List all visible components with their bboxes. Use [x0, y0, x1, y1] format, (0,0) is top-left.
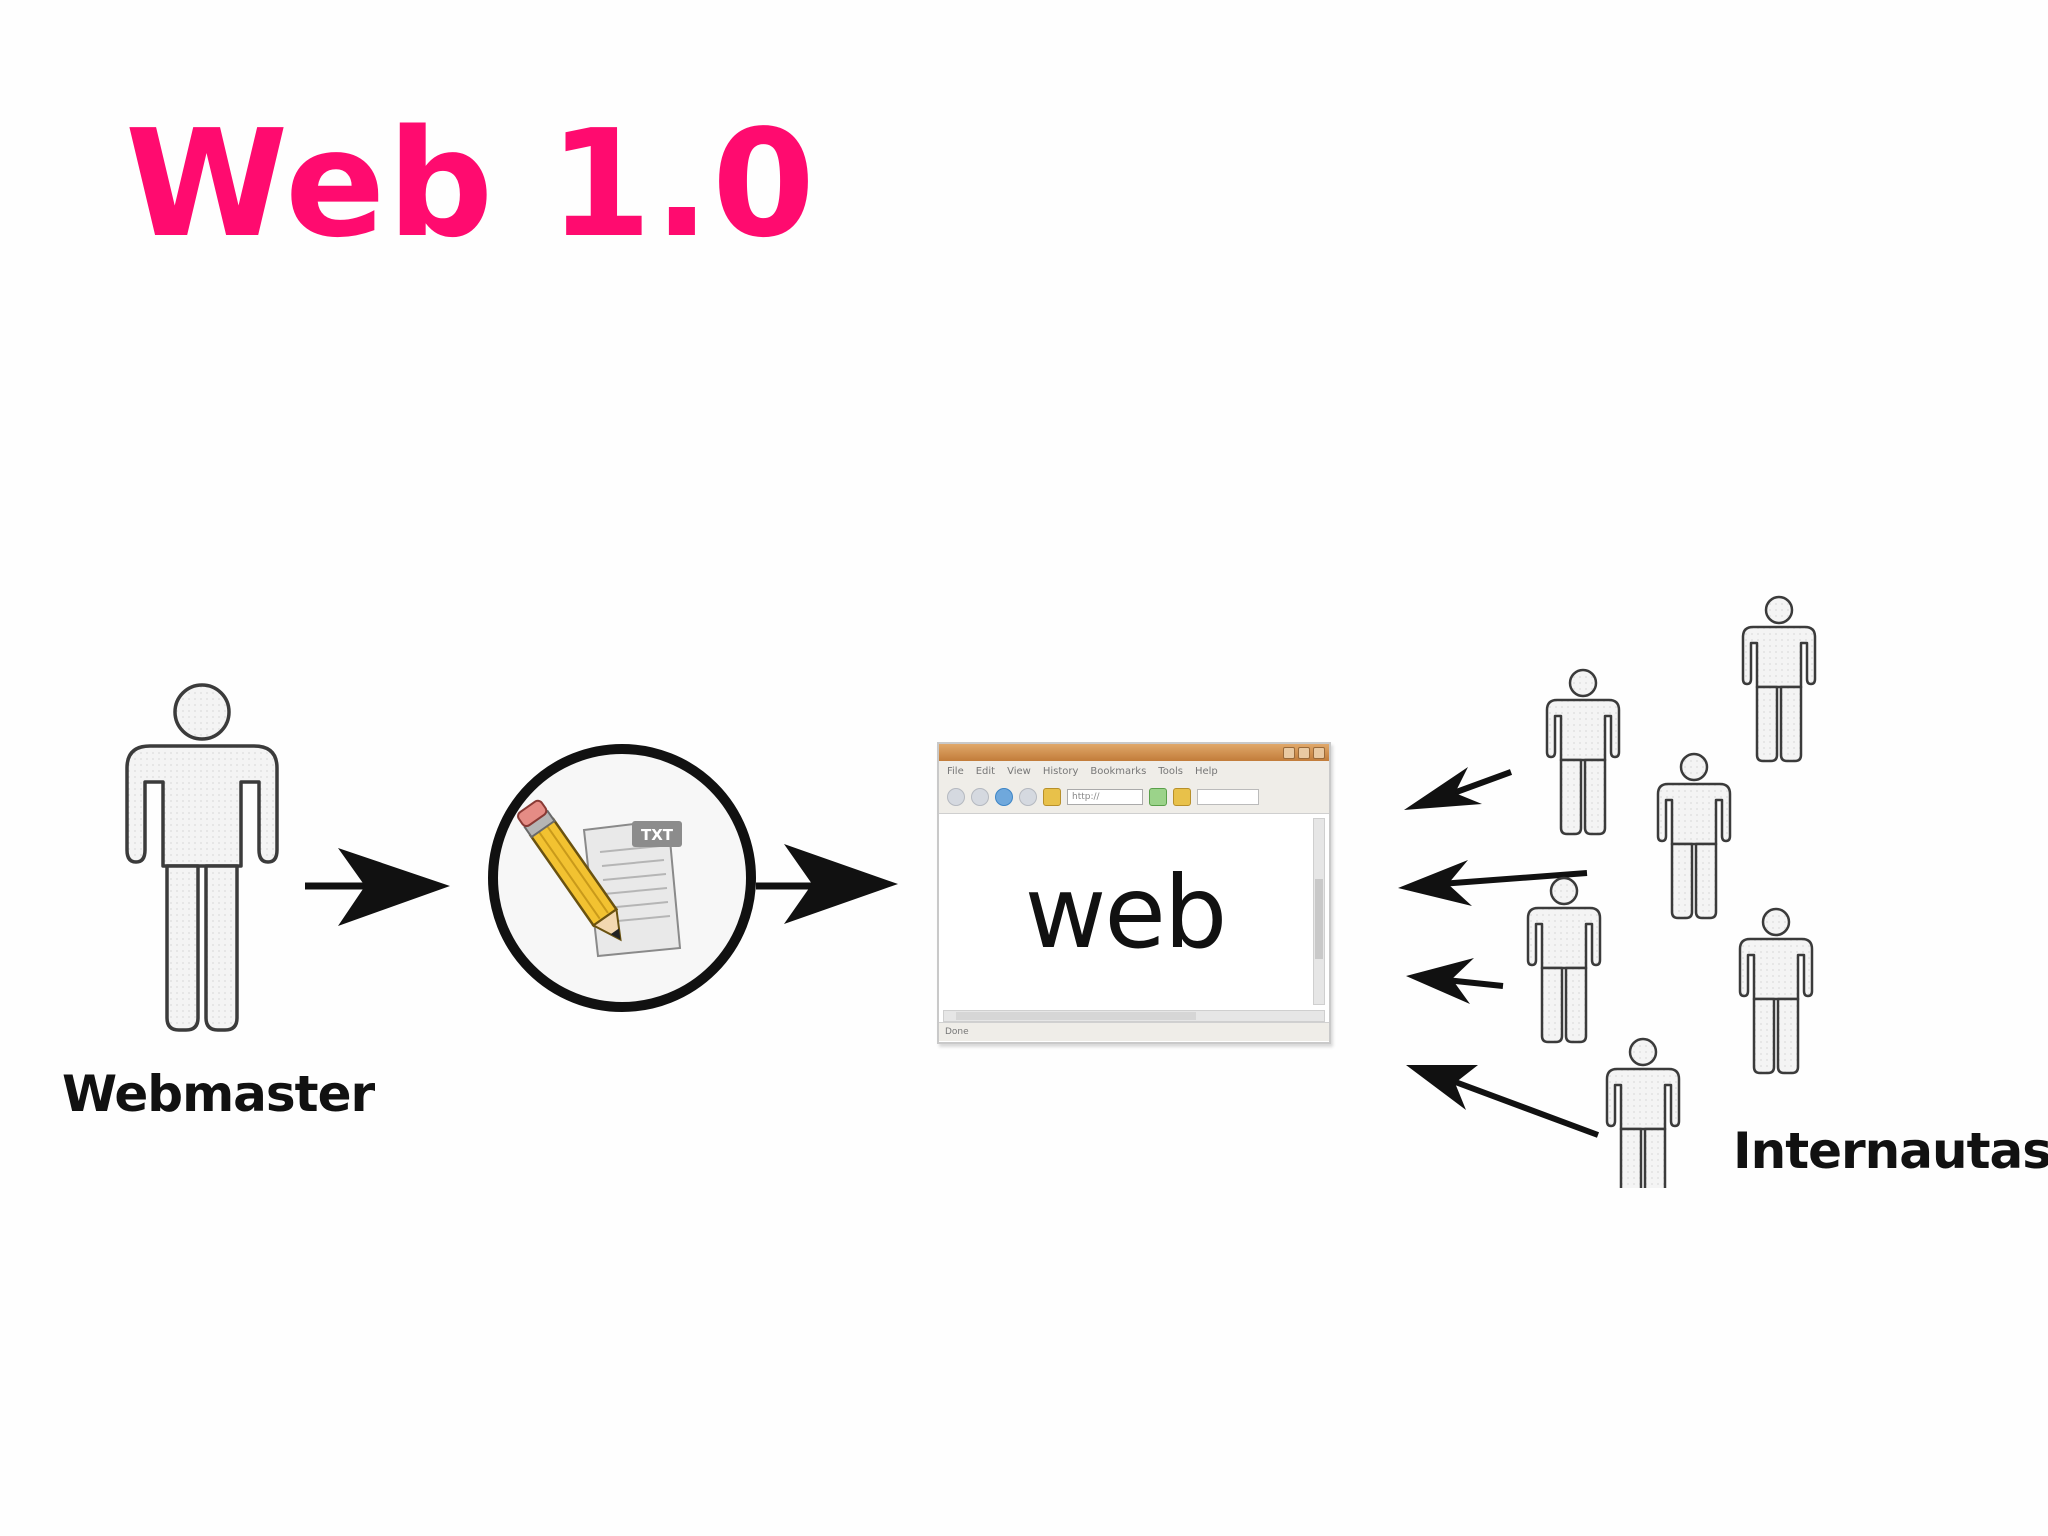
- forward-icon: [971, 788, 989, 806]
- webmaster-label: Webmaster: [62, 1065, 375, 1123]
- browser-toolbar: http://: [939, 781, 1329, 814]
- figure-crop-mask: [1600, 1188, 1720, 1248]
- search-box: [1197, 789, 1259, 805]
- menu-view: View: [1007, 765, 1031, 777]
- arrows-from-internautas: [1398, 767, 1600, 1138]
- browser-statusbar: Done: [939, 1022, 1329, 1041]
- browser-window: File Edit View History Bookmarks Tools H…: [937, 742, 1331, 1044]
- web-content-text: web: [1024, 854, 1228, 971]
- menu-edit: Edit: [975, 765, 996, 777]
- browser-menubar: File Edit View History Bookmarks Tools H…: [939, 761, 1329, 781]
- vertical-scrollbar: [1313, 818, 1325, 1005]
- internauta-figure: [1526, 876, 1602, 1044]
- browser-content: web: [939, 814, 1329, 1010]
- text-file-node: TXT: [488, 744, 756, 1012]
- stop-icon: [1019, 788, 1037, 806]
- menu-history: History: [1042, 765, 1079, 777]
- address-bar: http://: [1067, 789, 1143, 805]
- back-icon: [947, 788, 965, 806]
- menu-help: Help: [1194, 765, 1218, 777]
- webmaster-figure: [125, 683, 279, 1032]
- horizontal-scrollbar: [943, 1010, 1325, 1022]
- maximize-icon: [1298, 746, 1310, 759]
- internautas-label: Internautas: [1733, 1122, 2048, 1180]
- arrow-from-internauta-2: [1398, 860, 1588, 906]
- internauta-figure: [1545, 668, 1621, 836]
- pencil-document-icon: TXT: [517, 799, 682, 958]
- home-icon: [1043, 788, 1061, 806]
- minimize-icon: [1283, 746, 1295, 759]
- menu-file: File: [947, 765, 964, 777]
- txt-badge: TXT: [641, 826, 674, 844]
- arrow-to-web: [756, 844, 898, 924]
- browser-titlebar: [939, 744, 1329, 761]
- menu-tools: Tools: [1158, 765, 1183, 777]
- internauta-figure: [1656, 752, 1732, 920]
- arrow-from-internauta-3: [1406, 958, 1504, 1004]
- menu-bookmarks: Bookmarks: [1090, 765, 1147, 777]
- arrow-from-internauta-1: [1404, 767, 1513, 810]
- internauta-figure: [1738, 907, 1814, 1075]
- arrow-to-file: [305, 848, 450, 926]
- go-icon: [1149, 788, 1167, 806]
- arrow-from-internauta-4: [1406, 1065, 1600, 1138]
- close-icon: [1313, 746, 1325, 759]
- reload-icon: [995, 788, 1013, 806]
- internauta-figure: [1741, 595, 1817, 763]
- search-engine-icon: [1173, 788, 1191, 806]
- page-title: Web 1.0: [125, 98, 817, 270]
- internauta-figure: [1605, 1037, 1681, 1205]
- internautas-group: [1526, 595, 1817, 1205]
